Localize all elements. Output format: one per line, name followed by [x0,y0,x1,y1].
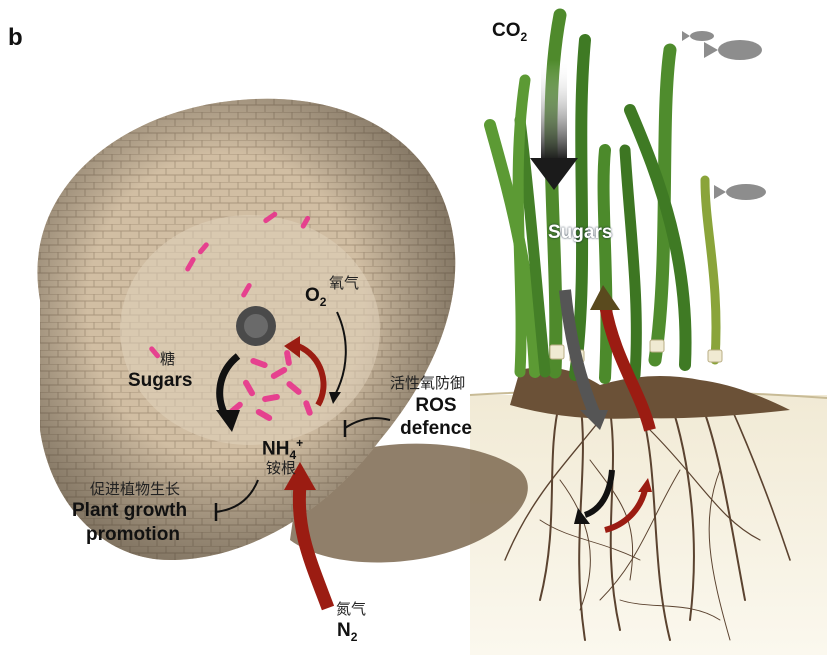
nh4-cn-label: 铵根 [266,459,297,477]
defence-label: defence [400,418,472,439]
growth-cn-label: 促进植物生长 [90,480,181,498]
root-cross-section [37,98,456,561]
growth-promotion-line [214,479,259,521]
n2-cn-label: 氮气 [336,600,367,618]
growth-label: Plant growth [72,500,188,521]
n2-fixation-arrow [284,462,335,611]
sugars-root-cn-label: 糖 [160,350,176,368]
ros-inhibition-line [343,417,391,437]
sugar-uptake-arrow [216,353,241,432]
n2-label: N2 [337,620,358,644]
root-cycle-arrows [574,469,652,533]
root-system [504,399,791,641]
sugar-transport-arrow [559,289,608,430]
ros-cn-label: 活性氧防御 [390,374,466,392]
co2-down-arrow [530,60,578,190]
co2-label: CO2 [492,20,528,44]
o2-input-arrow [329,311,347,404]
oxygen-transport-arrow [590,285,656,432]
ros-label: ROS [415,395,457,416]
promotion-label: promotion [86,524,180,545]
fish-icon [682,31,766,200]
o2-cn-label: 氧气 [329,274,360,292]
sugars-plant-label: Sugars [548,222,613,243]
o2-label: O2 [305,285,327,309]
oxygen-uptake-arrow [284,336,327,407]
bacteria [149,211,313,421]
panel-letter: b [8,24,23,51]
nh4-label: NH4+ [262,436,304,463]
seagrass-leaves [484,8,721,384]
sugars-root-label: Sugars [128,370,193,391]
